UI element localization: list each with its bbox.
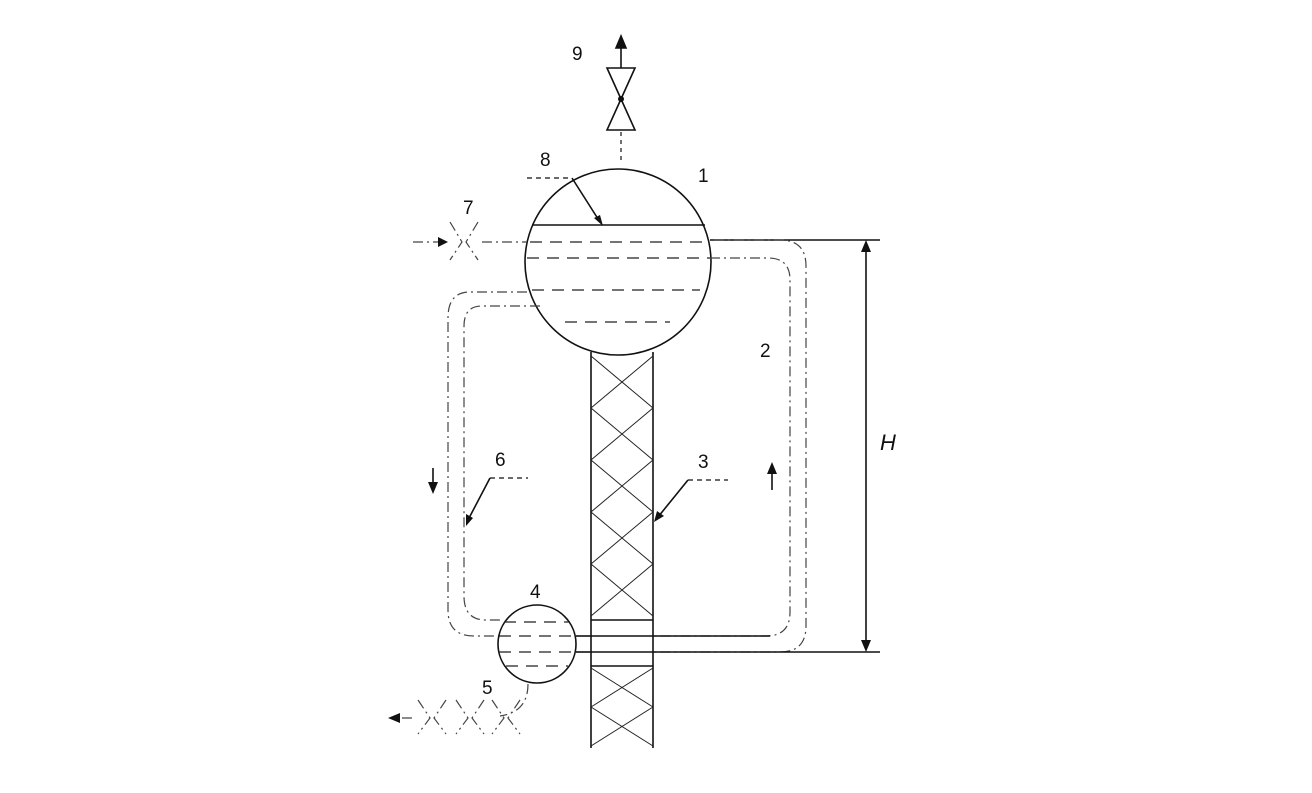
label-water-level: 8 bbox=[540, 150, 551, 171]
downcomer-pipe bbox=[428, 291, 540, 637]
label-feedwater-inlet: 7 bbox=[463, 198, 474, 219]
heating-tube-pointer bbox=[654, 479, 728, 522]
riser-pipe bbox=[653, 239, 880, 653]
downcomer-pointer bbox=[466, 477, 528, 526]
label-blowdown: 5 bbox=[482, 678, 493, 699]
water-level-pointer bbox=[527, 177, 603, 226]
lower-header bbox=[497, 604, 591, 684]
boiler-drum bbox=[524, 168, 712, 356]
label-lower-header: 4 bbox=[530, 582, 541, 603]
label-height: H bbox=[880, 430, 896, 455]
blowdown-valve bbox=[388, 683, 529, 735]
height-dimension bbox=[861, 240, 871, 652]
label-downcomer: 6 bbox=[495, 450, 506, 471]
heating-tube-column bbox=[590, 352, 654, 748]
label-boiler-drum: 1 bbox=[698, 166, 709, 187]
steam-outlet-valve bbox=[605, 33, 637, 162]
label-riser-pipe: 2 bbox=[760, 341, 771, 362]
label-steam-outlet: 9 bbox=[572, 44, 583, 65]
label-heating-tube: 3 bbox=[698, 452, 709, 473]
feedwater-inlet bbox=[413, 221, 527, 261]
